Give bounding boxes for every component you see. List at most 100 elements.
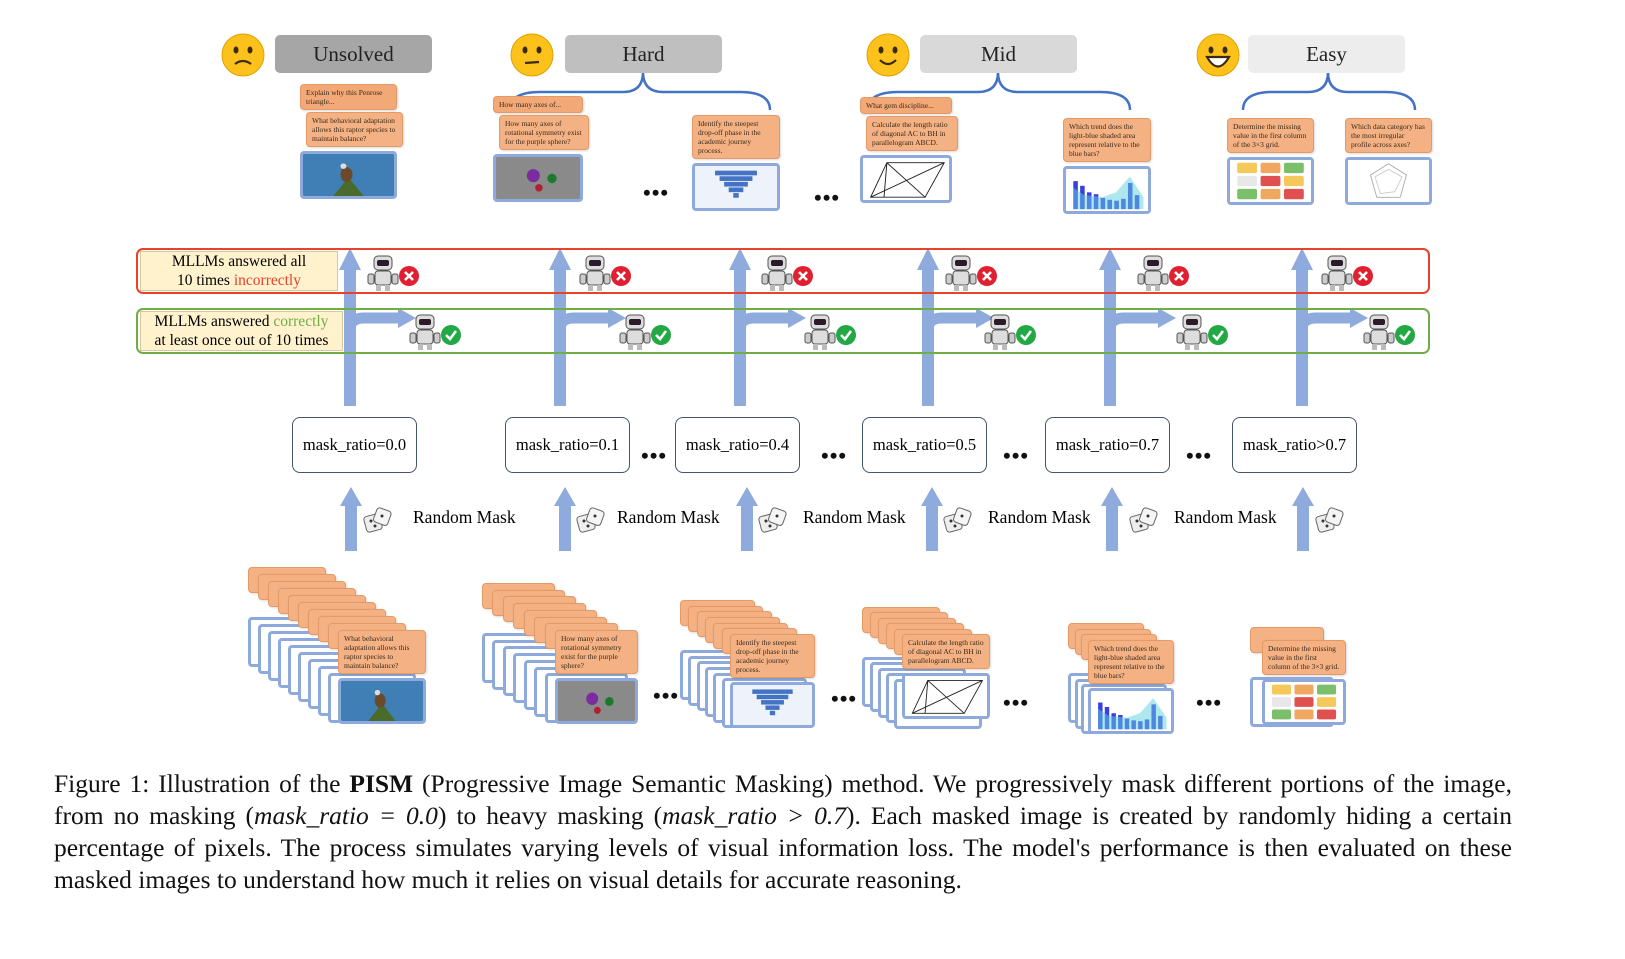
robot-icon [1320,254,1354,292]
up-arrow-shaft [741,505,753,551]
diagram-arrows [339,71,1417,551]
dice-icon [362,505,394,537]
check-icon [1394,324,1416,346]
3d-objects-render-image [493,154,583,202]
branch-arrow-head [398,308,416,328]
stack-front-column: How many axes of rotational symmetry exi… [555,630,642,724]
example-column: Determine the missing value in the first… [1227,118,1322,205]
robot-icon [1362,313,1396,351]
bar-chart-image [1088,688,1174,734]
up-arrow-shaft [1106,505,1118,551]
grouping-brace [1241,71,1417,111]
dice-icon [757,505,789,537]
cross-icon [1168,265,1190,287]
dice-icon [1128,505,1160,537]
cross-icon [610,265,632,287]
ellipsis: ••• [1003,690,1030,715]
up-arrow-head [1292,487,1314,506]
example-column: Which trend does the light-blue shaded a… [1063,118,1159,214]
random-mask-label: Random Mask [413,507,516,527]
robot-icon [1136,254,1170,292]
parallelogram-geometry-image [902,673,990,719]
ellipsis: ••• [1186,443,1213,468]
robot-icon [578,254,612,292]
caption-text: (Progressive Image Semantic Masking) met… [54,769,1512,830]
ellipsis: ••• [653,683,680,708]
question-bubble: Calculate the length ratio of diagonal A… [866,116,958,151]
up-arrow-head [729,248,751,270]
branch-arrow-head [1158,308,1176,328]
up-arrow-shaft [559,505,571,551]
random-mask-label: Random Mask [617,507,720,527]
question-bubble-behind: How many axes of... [493,96,583,113]
slightly-smiling-face-icon [865,32,911,78]
question-bubble: Which data category has the most irregul… [1345,118,1432,153]
check-icon [1207,324,1229,346]
branch-arrow-shaft [1296,312,1352,345]
robot-icon [408,313,442,351]
example-column: Which data category has the most irregul… [1345,118,1440,205]
robot-icon [366,254,400,292]
branch-arrow-head [1350,308,1368,328]
up-arrow-head [1291,248,1313,270]
caption-text: Figure 1: Illustration of the [54,769,350,798]
caption-math: mask_ratio = 0.0 [254,801,438,830]
branch-arrow-head [788,308,806,328]
bird-photo-image [300,151,397,199]
example-column: Explain why this Penrose triangle...What… [300,84,405,199]
question-bubble: Which trend does the light-blue shaded a… [1088,640,1174,684]
3d-objects-render-image [555,678,638,724]
stack-front-column: Which trend does the light-blue shaded a… [1088,640,1178,734]
up-arrow-head [736,487,758,506]
stack-front-column: Identify the steepest drop-off phase in … [730,634,819,728]
up-arrow-head [1099,248,1121,270]
question-bubble-behind: What gem discipline... [860,97,952,114]
cross-icon [792,265,814,287]
mask-ratio-box: mask_ratio=0.1 [505,417,630,473]
branch-arrow-shaft [554,312,610,345]
number-grid-image [1227,157,1314,205]
up-arrow-head [549,248,571,270]
mask-ratio-box: mask_ratio>0.7 [1232,417,1357,473]
branch-arrow-head [608,308,626,328]
caption-text: ) to heavy masking ( [437,801,663,830]
question-bubble: Which trend does the light-blue shaded a… [1063,118,1151,162]
number-grid-image [1262,679,1346,725]
up-arrow-head [339,248,361,270]
question-bubble: Identify the steepest drop-off phase in … [730,634,815,678]
mask-ratio-box: mask_ratio=0.7 [1045,417,1170,473]
branch-arrow-shaft [344,312,400,345]
robot-icon [983,313,1017,351]
radar-chart-image [1345,157,1432,205]
figure-caption: Figure 1: Illustration of the PISM (Prog… [54,768,1512,896]
ellipsis: ••• [643,180,670,205]
dice-icon [1314,505,1346,537]
parallelogram-geometry-image [860,155,952,203]
question-bubble: Identify the steepest drop-off phase in … [692,115,780,159]
label-line: at least once out of 10 times [154,332,329,349]
cross-icon [1352,265,1374,287]
mask-ratio-box: mask_ratio=0.0 [292,417,417,473]
up-arrow-shaft [345,505,357,551]
stack-front-column: Calculate the length ratio of diagonal A… [902,634,994,719]
difficulty-label-hard: Hard [565,35,722,73]
difficulty-label-easy: Easy [1248,35,1405,73]
difficulty-label-mid: Mid [920,35,1077,73]
robot-icon [760,254,794,292]
random-mask-label: Random Mask [1174,507,1277,527]
incorrectly-highlight: incorrectly [233,272,301,289]
frowning-face-icon [509,32,555,78]
grinning-face-icon [1195,32,1241,78]
branch-arrow-shaft [1104,312,1160,345]
ellipsis: ••• [814,185,841,210]
funnel-chart-image [730,682,815,728]
slightly-frowning-face-icon [220,32,266,78]
robot-icon [1175,313,1209,351]
up-arrow-head [921,487,943,506]
example-column: Identify the steepest drop-off phase in … [692,115,788,211]
mask-ratio-box: mask_ratio=0.5 [862,417,987,473]
random-mask-label: Random Mask [803,507,906,527]
cross-icon [976,265,998,287]
branch-arrow-shaft [922,312,978,345]
branch-arrow-shaft [734,312,790,345]
